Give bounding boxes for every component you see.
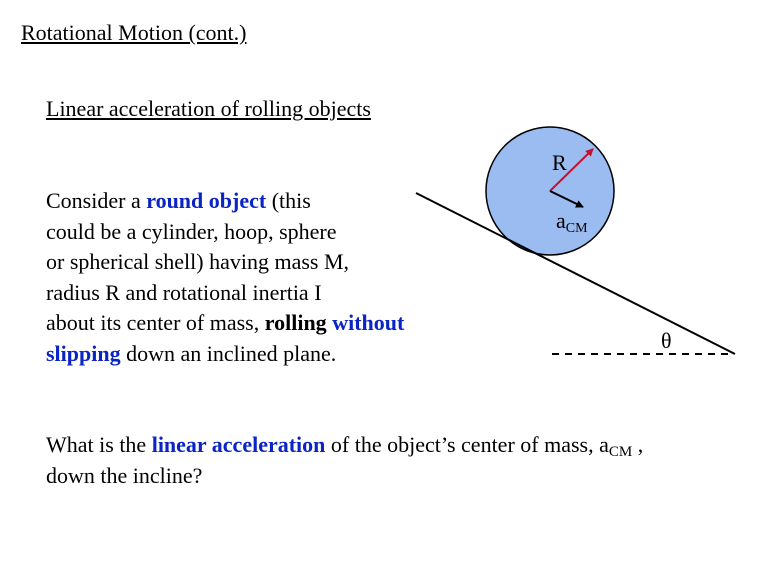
body-text-segment: about its center of mass, — [46, 310, 265, 335]
acceleration-symbol: a — [556, 208, 566, 233]
body-line-1: Consider a round object (this — [46, 186, 404, 217]
body-line-3: or spherical shell) having mass M, — [46, 249, 350, 274]
emphasis-slipping: slipping — [46, 340, 121, 366]
radius-label: R — [552, 150, 567, 175]
subscript-cm: CM — [608, 444, 633, 460]
section-heading: Linear acceleration of rolling objects — [46, 96, 371, 121]
angle-label: θ — [661, 328, 672, 353]
question-text-segment: What is the — [46, 432, 152, 457]
body-text-segment: (this — [266, 188, 311, 213]
emphasis-rolling: rolling — [264, 310, 327, 335]
emphasis-linear-acceleration: linear acceleration — [151, 432, 326, 457]
question-text-segment: of the object’s center of mass, a — [325, 432, 609, 457]
emphasis-without: without — [326, 310, 405, 335]
acceleration-label: aCM — [556, 208, 588, 236]
body-text-segment: down an inclined plane. — [120, 340, 337, 366]
body-text-segment: Consider a — [46, 188, 147, 213]
acceleration-arrow — [549, 190, 584, 208]
body-line-5: about its center of mass, rolling withou… — [46, 308, 404, 339]
emphasis-round-object: round object — [146, 188, 267, 213]
body-line-6: slipping down an inclined plane. — [46, 339, 404, 370]
slide-title: Rotational Motion (cont.) — [21, 20, 247, 45]
radius-arrow — [549, 148, 594, 192]
question-paragraph: What is the linear acceleration of the o… — [46, 430, 643, 491]
question-line-1: What is the linear acceleration of the o… — [46, 430, 643, 461]
acceleration-subscript: CM — [566, 221, 588, 236]
inclined-plane — [415, 192, 736, 355]
question-line-2: down the incline? — [46, 462, 203, 488]
body-line-2: could be a cylinder, hoop, sphere — [46, 218, 337, 244]
body-line-4: radius R and rotational inertia I — [46, 279, 322, 305]
body-paragraph: Consider a round object (this could be a… — [46, 186, 404, 369]
question-text-segment: , — [632, 432, 644, 457]
